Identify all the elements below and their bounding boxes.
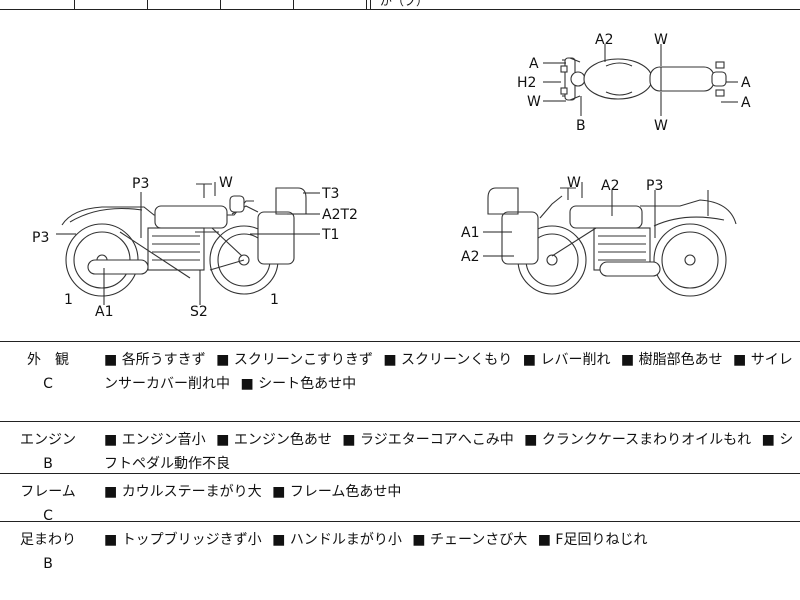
label-left-a2t2: A2T2 <box>322 207 358 223</box>
label-left-s2: S2 <box>190 304 208 320</box>
condition-row-exterior: 外 観 C 各所うすきず スクリーンこすりきず スクリーンくもり レバー削れ 樹… <box>0 342 800 422</box>
condition-item: エンジン音小 <box>104 432 206 448</box>
left-side-bike <box>61 183 307 297</box>
condition-item: 各所うすきず <box>104 352 206 368</box>
label-top-w: W <box>654 118 668 134</box>
category-name: フレーム <box>20 484 76 500</box>
label-left-a1: A1 <box>95 304 113 320</box>
label-top-h2: H2 <box>517 75 536 91</box>
label-top-a: A <box>741 75 751 91</box>
condition-item: ハンドルまがり小 <box>272 532 402 548</box>
label-top-b: B <box>576 118 586 134</box>
label-top-w: W <box>654 32 668 48</box>
condition-item: F足回りねじれ <box>538 532 648 548</box>
label-top-a2: A2 <box>595 32 613 48</box>
table-header-strip: が（プ） <box>0 0 800 10</box>
label-left-1: 1 <box>64 292 73 308</box>
condition-row-frame: フレーム C カウルステーまがり大 フレーム色あせ中 <box>0 474 800 524</box>
top-view-callouts: A H2 W A2 W A A B W <box>517 32 751 134</box>
label-right-a2: A2 <box>601 178 619 194</box>
header-cell <box>75 0 148 10</box>
left-side-callouts: W P3 T3 A2T2 T1 P3 1 A1 S2 1 <box>32 175 358 320</box>
condition-category: フレーム C <box>0 480 96 528</box>
right-side-bike <box>487 187 737 297</box>
condition-item: スクリーンくもり <box>383 352 512 368</box>
category-grade: C <box>43 376 53 392</box>
label-left-1: 1 <box>270 292 279 308</box>
top-view-bike <box>560 57 727 101</box>
condition-item: シート色あせ中 <box>240 376 356 392</box>
condition-item: クランクケースまわりオイルもれ <box>524 432 751 448</box>
header-cutoff-text: が（プ） <box>380 0 429 8</box>
label-right-a1: A1 <box>461 225 479 241</box>
label-top-a: A <box>529 56 539 72</box>
condition-item: 樹脂部色あせ <box>621 352 723 368</box>
condition-category: 外 観 C <box>0 348 96 396</box>
header-cell <box>148 0 221 10</box>
header-cell <box>221 0 294 10</box>
category-grade: C <box>43 508 53 524</box>
label-right-a2: A2 <box>461 249 479 265</box>
condition-item: レバー削れ <box>523 352 611 368</box>
condition-items: トップブリッジきず小 ハンドルまがり小 チェーンさび大 F足回りねじれ <box>104 528 794 552</box>
label-right-w: W <box>567 175 581 191</box>
label-left-t1: T1 <box>321 227 339 243</box>
condition-item: チェーンさび大 <box>412 532 527 548</box>
header-cell <box>367 0 371 10</box>
condition-item: カウルステーまがり大 <box>104 484 262 500</box>
condition-item: スクリーンこすりきず <box>216 352 373 368</box>
header-cell <box>294 0 367 10</box>
damage-diagram: A H2 W A2 W A A B W <box>0 10 800 342</box>
category-name: エンジン <box>20 432 76 448</box>
category-grade: B <box>43 456 53 472</box>
condition-row-suspension: 足まわり B トップブリッジきず小 ハンドルまがり小 チェーンさび大 F足回りね… <box>0 522 800 600</box>
right-side-callouts: W A2 P3 A1 A2 <box>461 175 709 265</box>
category-grade: B <box>43 556 53 572</box>
label-top-w: W <box>527 94 541 110</box>
condition-item: トップブリッジきず小 <box>104 532 262 548</box>
label-left-p3: P3 <box>32 230 49 246</box>
condition-category: エンジン B <box>0 428 96 476</box>
label-right-p3: P3 <box>646 178 663 194</box>
condition-item: フレーム色あせ中 <box>272 484 401 500</box>
label-left-p3: P3 <box>132 176 149 192</box>
category-name: 足まわり <box>20 532 76 548</box>
condition-items: 各所うすきず スクリーンこすりきず スクリーンくもり レバー削れ 樹脂部色あせ … <box>104 348 794 396</box>
condition-items: カウルステーまがり大 フレーム色あせ中 <box>104 480 794 504</box>
label-top-a: A <box>741 95 751 111</box>
condition-item: エンジン色あせ <box>216 432 332 448</box>
header-cell <box>0 0 75 10</box>
category-name: 外 観 <box>27 352 69 368</box>
motorcycle-diagram-svg: A H2 W A2 W A A B W <box>32 32 751 320</box>
label-left-t3: T3 <box>321 186 339 202</box>
label-left-w: W <box>219 175 233 191</box>
condition-item: ラジエターコアへこみ中 <box>342 432 513 448</box>
condition-category: 足まわり B <box>0 528 96 576</box>
condition-items: エンジン音小 エンジン色あせ ラジエターコアへこみ中 クランクケースまわりオイル… <box>104 428 794 476</box>
condition-row-engine: エンジン B エンジン音小 エンジン色あせ ラジエターコアへこみ中 クランクケー… <box>0 422 800 474</box>
